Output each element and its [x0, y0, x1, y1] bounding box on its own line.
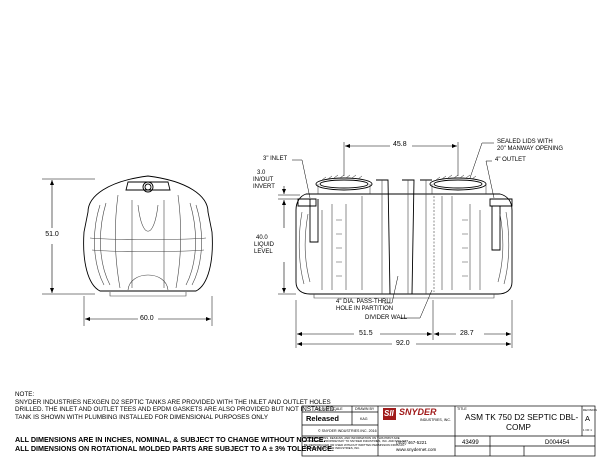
notes-block: NOTE: SNYDER INDUSTRIES NEXGEN D2 SEPTIC…: [15, 391, 337, 421]
legal-text: ALL DIMENSIONS, DESIGNS, AND INFORMATION…: [304, 436, 409, 451]
legal-line: OFFICER OF SNYDER INDUSTRIES, INC.: [304, 446, 361, 451]
outlet-label: 4" OUTLET: [495, 157, 526, 163]
notes-line: SNYDER INDUSTRIES NEXGEN D2 SEPTIC TANKS…: [15, 398, 331, 406]
sealed-lids-label-1: SEALED LIDS WITH: [497, 139, 553, 145]
do-not-scale: DO NOT SCALE: [316, 407, 343, 411]
phone: (402) 467-5221: [396, 440, 427, 445]
notes-line: DRILLED. THE INLET AND OUTLET TEES AND E…: [15, 406, 337, 414]
side-height-dim: 51.0: [41, 231, 63, 238]
drawing-title-1: ASM TK 750 D2 SEPTIC DBL-: [465, 412, 579, 422]
status: Released: [306, 414, 339, 423]
company-name: SNYDER: [399, 407, 437, 417]
liquid-label-1: 40.0: [256, 235, 268, 241]
company-sub: INDUSTRIES, INC.: [420, 418, 451, 422]
drawn-by: KAG: [360, 417, 368, 421]
top-dim: 45.8: [393, 141, 407, 148]
company-mark: SII: [384, 409, 394, 418]
title-block-frame: [301, 405, 596, 457]
revision: A: [585, 414, 591, 423]
drawing-number: D004454: [545, 440, 570, 446]
notes-heading: NOTE:: [15, 391, 35, 398]
front-view: [278, 142, 513, 348]
side-width-dim: 60.0: [140, 315, 154, 322]
sealed-lids-label-2: 20" MANWAY OPENING: [497, 146, 564, 152]
inlet-label: 3" INLET: [263, 156, 288, 162]
divider-label: DIVIDER WALL: [365, 315, 408, 321]
passthru-label-1: 4" DIA. PASS-THRU: [336, 299, 391, 305]
liquid-label-2: LIQUID: [254, 242, 275, 248]
dim-total: 92.0: [396, 340, 410, 347]
legal-line: BE REPRODUCED OR USED WITHOUT WRITTEN PE…: [304, 442, 405, 447]
legal-line: CONSIDERED PROPRIETARY TO SNYDER INDUSTR…: [304, 439, 409, 444]
invert-label-1: 3.0: [257, 170, 266, 176]
revision-label: REVISION: [583, 408, 597, 412]
dim-right: 28.7: [460, 330, 474, 337]
liquid-label-3: LEVEL: [254, 249, 273, 255]
footer-note-tolerance: ALL DIMENSIONS ON ROTATIONAL MOLDED PART…: [15, 444, 334, 453]
part-number: 43499: [462, 440, 479, 446]
drawing-title-2: COMP: [506, 422, 531, 432]
sheet-number: 1 OF 1: [583, 428, 592, 432]
legal-line: ALL DIMENSIONS, DESIGNS, AND INFORMATION…: [304, 436, 400, 440]
invert-label-2: IN/OUT: [253, 177, 274, 183]
notes-line: TANK IS SHOWN WITH PLUMBING INSTALLED FO…: [15, 413, 269, 421]
title-label: TITLE: [457, 407, 467, 411]
invert-label-3: INVERT: [253, 184, 275, 190]
dim-left: 51.5: [359, 330, 373, 337]
passthru-label-2: HOLE IN PARTITION: [336, 306, 394, 312]
side-view: [42, 175, 213, 326]
drawn-by-label: DRAWN BY: [355, 407, 375, 411]
footer-note-dimensions: ALL DIMENSIONS ARE IN INCHES, NOMINAL, &…: [15, 435, 326, 444]
website: www.snydernet.com: [396, 447, 437, 452]
copyright: © SNYDER INDUSTRIES INC. 2016: [318, 429, 377, 433]
